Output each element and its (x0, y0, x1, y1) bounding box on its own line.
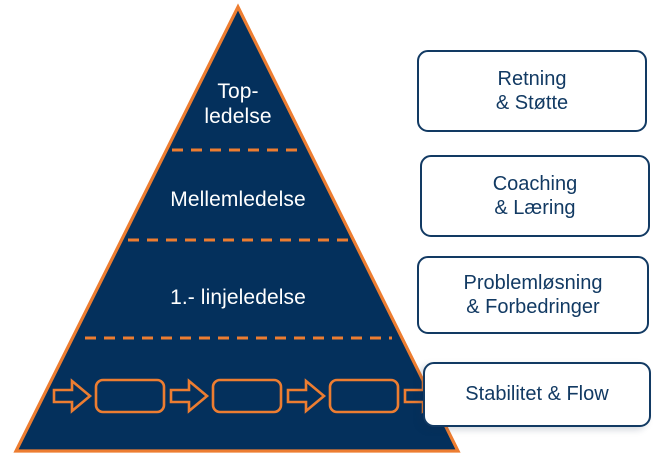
pyramid-tier-linjeledelse: 1.- linjeledelse (170, 286, 306, 309)
pyramid-triangle (13, 3, 461, 453)
callout-stabilitet-flow[interactable]: Stabilitet & Flow (423, 362, 651, 427)
flow-box-1 (94, 378, 166, 414)
flow-arrow-icon-2 (169, 378, 210, 414)
pyramid: Top- ledelse Mellemledelse 1.- linjelede… (13, 3, 461, 453)
flow-arrow-icon-1 (52, 378, 93, 414)
process-flow-row (52, 374, 442, 418)
pyramid-tier-mellemledelse: Mellemledelse (170, 188, 306, 211)
process-flow-shapes (52, 378, 442, 414)
flow-arrow-icon-3 (286, 378, 327, 414)
callout-coaching-laering[interactable]: Coaching & Læring (420, 155, 650, 237)
flow-box-3 (328, 378, 400, 414)
callout-retning-stotte[interactable]: Retning & Støtte (417, 50, 647, 132)
pyramid-shape (13, 3, 461, 453)
callout-problemlosning-forbedringer[interactable]: Problemløsning & Forbedringer (417, 256, 649, 334)
pyramid-tier-top-ledelse: Top- ledelse (204, 80, 272, 128)
flow-box-2 (211, 378, 283, 414)
